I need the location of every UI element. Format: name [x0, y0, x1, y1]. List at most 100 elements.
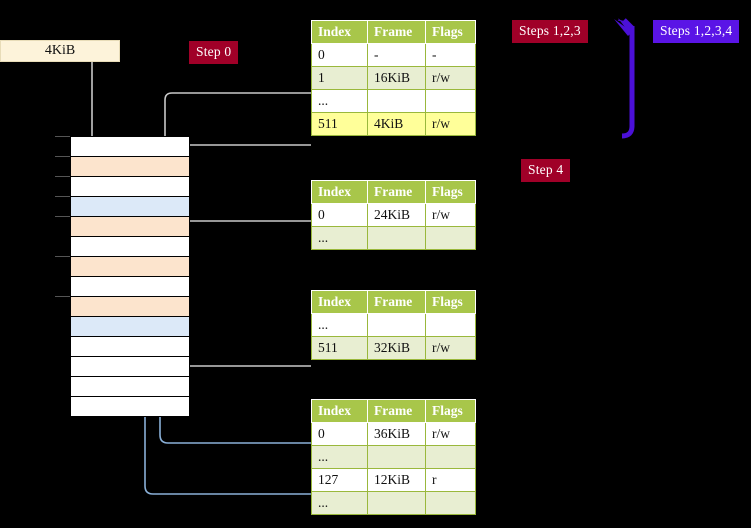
memory-frame-row: [70, 156, 190, 177]
table-cell-frame: [367, 226, 426, 250]
memory-tick-mark: [55, 136, 70, 137]
memory-frame-row: [70, 236, 190, 257]
column-header-index: Index: [311, 20, 368, 44]
wire-pdpt-to-memory: [177, 220, 311, 270]
steps123-badge: Steps 1,2,3: [512, 20, 588, 43]
table-cell-flags: [425, 89, 476, 113]
steps-loop-arrow: [614, 18, 635, 139]
memory-frame-row: [70, 396, 190, 417]
memory-tick-mark: [55, 176, 70, 177]
wire-pd-to-memory: [172, 306, 311, 367]
table-cell-index: 127: [311, 468, 368, 492]
table-cell-frame: 4KiB: [367, 112, 426, 136]
column-header-flags: Flags: [425, 290, 476, 314]
step4-badge: Step 4: [521, 159, 571, 182]
table-cell-frame: 24KiB: [367, 203, 426, 227]
table-cell-index: ...: [311, 89, 368, 113]
table-cell-flags: r: [425, 468, 476, 492]
memory-frame-row: [70, 256, 190, 277]
table-cell-index: 0: [311, 203, 368, 227]
memory-frame-row: [70, 336, 190, 357]
table-cell-index: ...: [311, 313, 368, 337]
table-cell-flags: [425, 226, 476, 250]
column-header-index: Index: [311, 290, 368, 314]
table-row[interactable]: ...: [311, 313, 476, 337]
table-cell-index: 511: [311, 336, 368, 360]
table-cell-index: 0: [311, 422, 368, 446]
table-cell-flags: -: [425, 43, 476, 67]
table-cell-index: ...: [311, 491, 368, 515]
wire-pml4-511-to-memory: [177, 144, 311, 162]
memory-frame-row: [70, 216, 190, 237]
table-row[interactable]: ...: [311, 226, 476, 250]
table-row[interactable]: ...: [311, 89, 476, 113]
memory-tick-mark: [55, 216, 70, 217]
table-cell-index: 511: [311, 112, 368, 136]
step0-badge: Step 0: [189, 41, 239, 64]
table-cell-flags: r/w: [425, 422, 476, 446]
table-cell-flags: [425, 445, 476, 469]
memory-tick-mark: [55, 196, 70, 197]
table-row[interactable]: ...: [311, 491, 476, 515]
table-cell-frame: [367, 313, 426, 337]
column-header-frame: Frame: [367, 399, 426, 423]
table-cell-frame: 12KiB: [367, 468, 426, 492]
memory-frame-row: [70, 296, 190, 317]
table-cell-index: 1: [311, 66, 368, 90]
table-cell-flags: r/w: [425, 112, 476, 136]
column-header-flags: Flags: [425, 399, 476, 423]
memory-frame-row: [70, 136, 190, 157]
memory-frame-row: [70, 176, 190, 197]
table-cell-frame: 32KiB: [367, 336, 426, 360]
table-cell-frame: [367, 89, 426, 113]
table-cell-flags: r/w: [425, 336, 476, 360]
memory-tick-mark: [55, 156, 70, 157]
column-header-frame: Frame: [367, 290, 426, 314]
physical-memory-column: [55, 136, 190, 417]
memory-frame-row: [70, 356, 190, 377]
table-cell-flags: [425, 491, 476, 515]
column-header-frame: Frame: [367, 180, 426, 204]
steps123-label: Steps 1,2,3: [519, 23, 581, 38]
column-header-flags: Flags: [425, 180, 476, 204]
column-header-index: Index: [311, 180, 368, 204]
table-cell-frame: [367, 445, 426, 469]
table-row[interactable]: ...: [311, 445, 476, 469]
table-row[interactable]: 0--: [311, 43, 476, 67]
table-cell-frame: 16KiB: [367, 66, 426, 90]
table-cell-flags: [425, 313, 476, 337]
memory-frame-row: [70, 196, 190, 217]
table-cell-flags: r/w: [425, 66, 476, 90]
memory-frame-row: [70, 316, 190, 337]
table-cell-frame: [367, 491, 426, 515]
step0-label: Step 0: [196, 44, 232, 59]
column-header-frame: Frame: [367, 20, 426, 44]
steps1234-badge: Steps 1,2,3,4: [653, 20, 740, 43]
column-header-flags: Flags: [425, 20, 476, 44]
table-cell-frame: 36KiB: [367, 422, 426, 446]
memory-frame-row: [70, 276, 190, 297]
table-cell-index: ...: [311, 226, 368, 250]
memory-tick-mark: [55, 256, 70, 257]
step4-label: Step 4: [528, 162, 564, 177]
steps1234-label: Steps 1,2,3,4: [660, 23, 733, 38]
kib-frame-label: 4KiB: [44, 43, 76, 58]
memory-frame-row: [70, 376, 190, 397]
memory-tick-mark: [55, 296, 70, 297]
table-cell-index: 0: [311, 43, 368, 67]
